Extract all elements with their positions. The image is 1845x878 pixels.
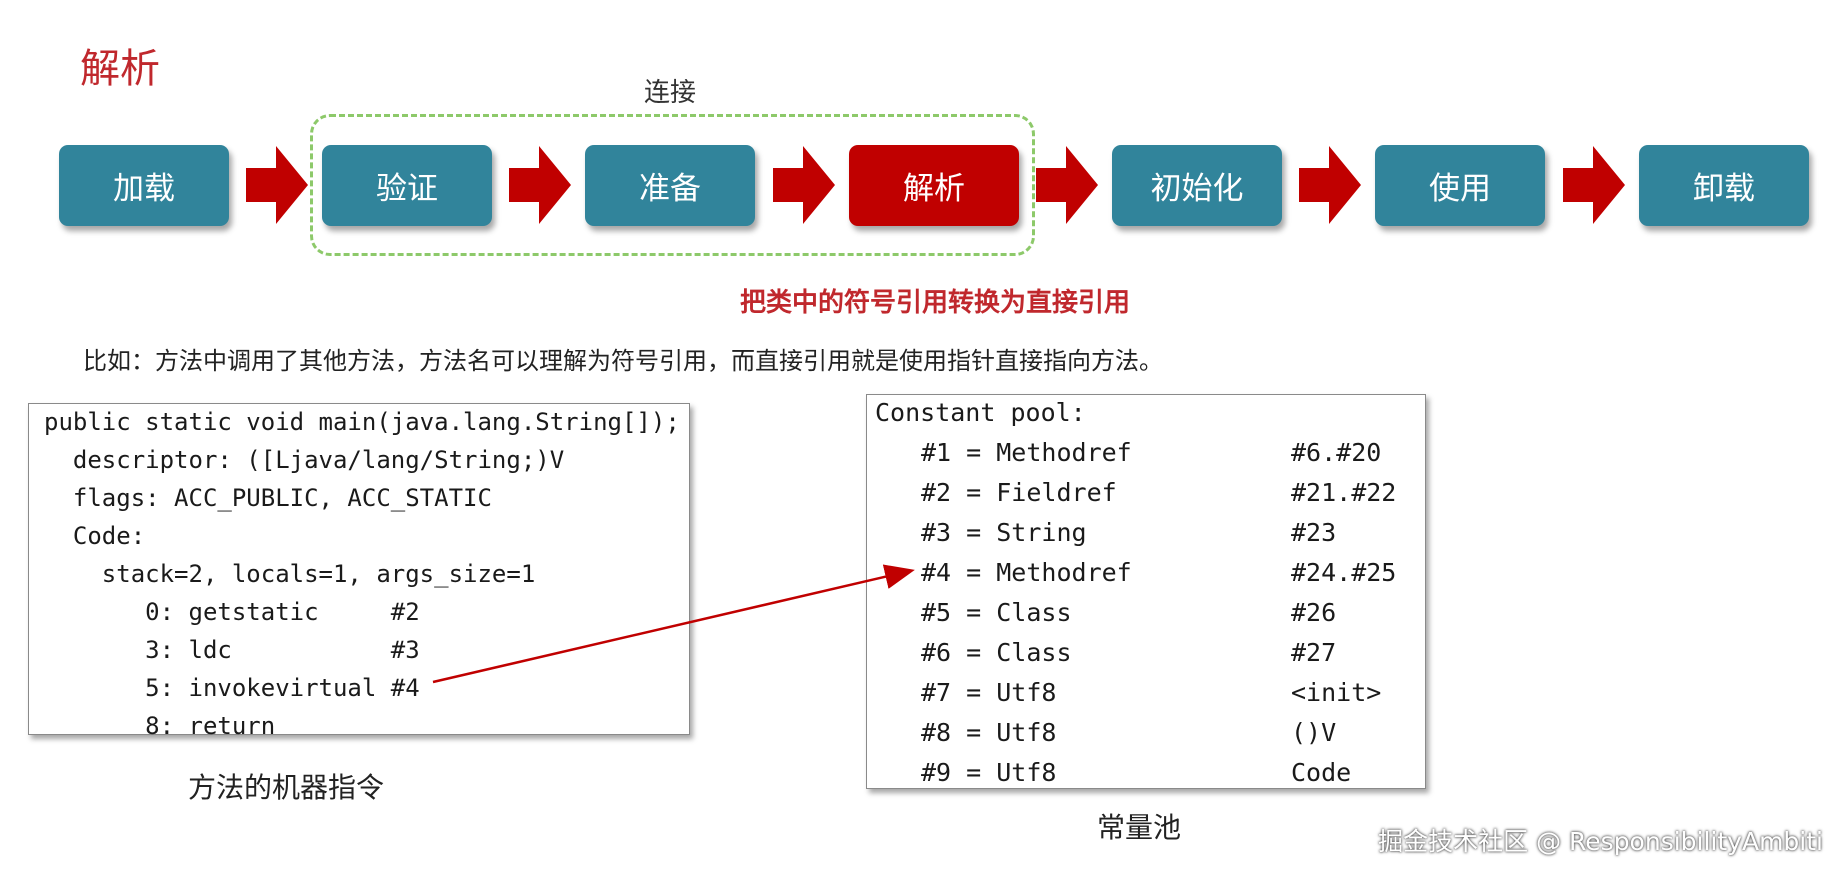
stage-verification: 验证 xyxy=(322,145,492,226)
pool-entry: #2 = Fieldref#21.#22 xyxy=(921,478,1397,507)
pool-entry: #7 = Utf8<init> xyxy=(921,678,1382,707)
code-line: flags: ACC_PUBLIC, ACC_STATIC xyxy=(44,484,492,512)
stage-initialization: 初始化 xyxy=(1112,145,1282,226)
method-caption: 方法的机器指令 xyxy=(188,771,385,804)
pool-entry: #8 = Utf8()V xyxy=(921,718,1337,747)
link-phase-group-box xyxy=(310,114,1035,256)
code-line: descriptor: ([Ljava/lang/String;)V xyxy=(44,446,565,474)
code-line: stack=2, locals=1, args_size=1 xyxy=(44,560,536,588)
stage-resolution: 解析 xyxy=(849,145,1019,226)
pool-entry: #3 = String#23 xyxy=(921,518,1337,547)
stage-unloading: 卸载 xyxy=(1639,145,1809,226)
pool-entry: #6 = Class#27 xyxy=(921,638,1337,667)
code-line: public static void main(java.lang.String… xyxy=(44,408,680,436)
link-phase-label: 连接 xyxy=(644,78,697,108)
method-bytecode-box: public static void main(java.lang.String… xyxy=(28,403,690,740)
constant-pool-caption: 常量池 xyxy=(1097,811,1182,844)
stage-preparation: 准备 xyxy=(585,145,755,226)
pool-entry: #1 = Methodref#6.#20 xyxy=(921,438,1382,467)
pool-entry-4: #4 = Methodref#24.#25 xyxy=(921,558,1397,587)
code-line-invokevirtual: 5: invokevirtual #4 xyxy=(44,674,420,702)
code-line: 8: return xyxy=(44,712,276,740)
code-line: 0: getstatic #2 xyxy=(44,598,420,626)
flow-arrow-icon xyxy=(773,146,835,224)
stage-using: 使用 xyxy=(1375,145,1545,226)
flow-arrow-icon xyxy=(246,146,308,224)
constant-pool-header: Constant pool: xyxy=(875,398,1086,427)
code-line: Code: xyxy=(44,522,146,550)
pool-entry: #5 = Class#26 xyxy=(921,598,1337,627)
stage-loading: 加载 xyxy=(59,145,229,226)
example-description: 比如：方法中调用了其他方法，方法名可以理解为符号引用，而直接引用就是使用指针直接… xyxy=(83,347,1163,375)
flow-arrow-icon xyxy=(1036,146,1098,224)
watermark: 掘金技术社区 @ ResponsibilityAmbiti xyxy=(1378,827,1823,856)
page-title: 解析 xyxy=(80,46,160,92)
constant-pool-box: Constant pool: #1 = Methodref#6.#20 #2 =… xyxy=(866,394,1426,789)
flow-arrow-icon xyxy=(509,146,571,224)
flow-arrow-icon xyxy=(1563,146,1625,224)
resolution-definition: 把类中的符号引用转换为直接引用 xyxy=(740,288,1131,318)
flow-arrow-icon xyxy=(1299,146,1361,224)
code-line: 3: ldc #3 xyxy=(44,636,420,664)
